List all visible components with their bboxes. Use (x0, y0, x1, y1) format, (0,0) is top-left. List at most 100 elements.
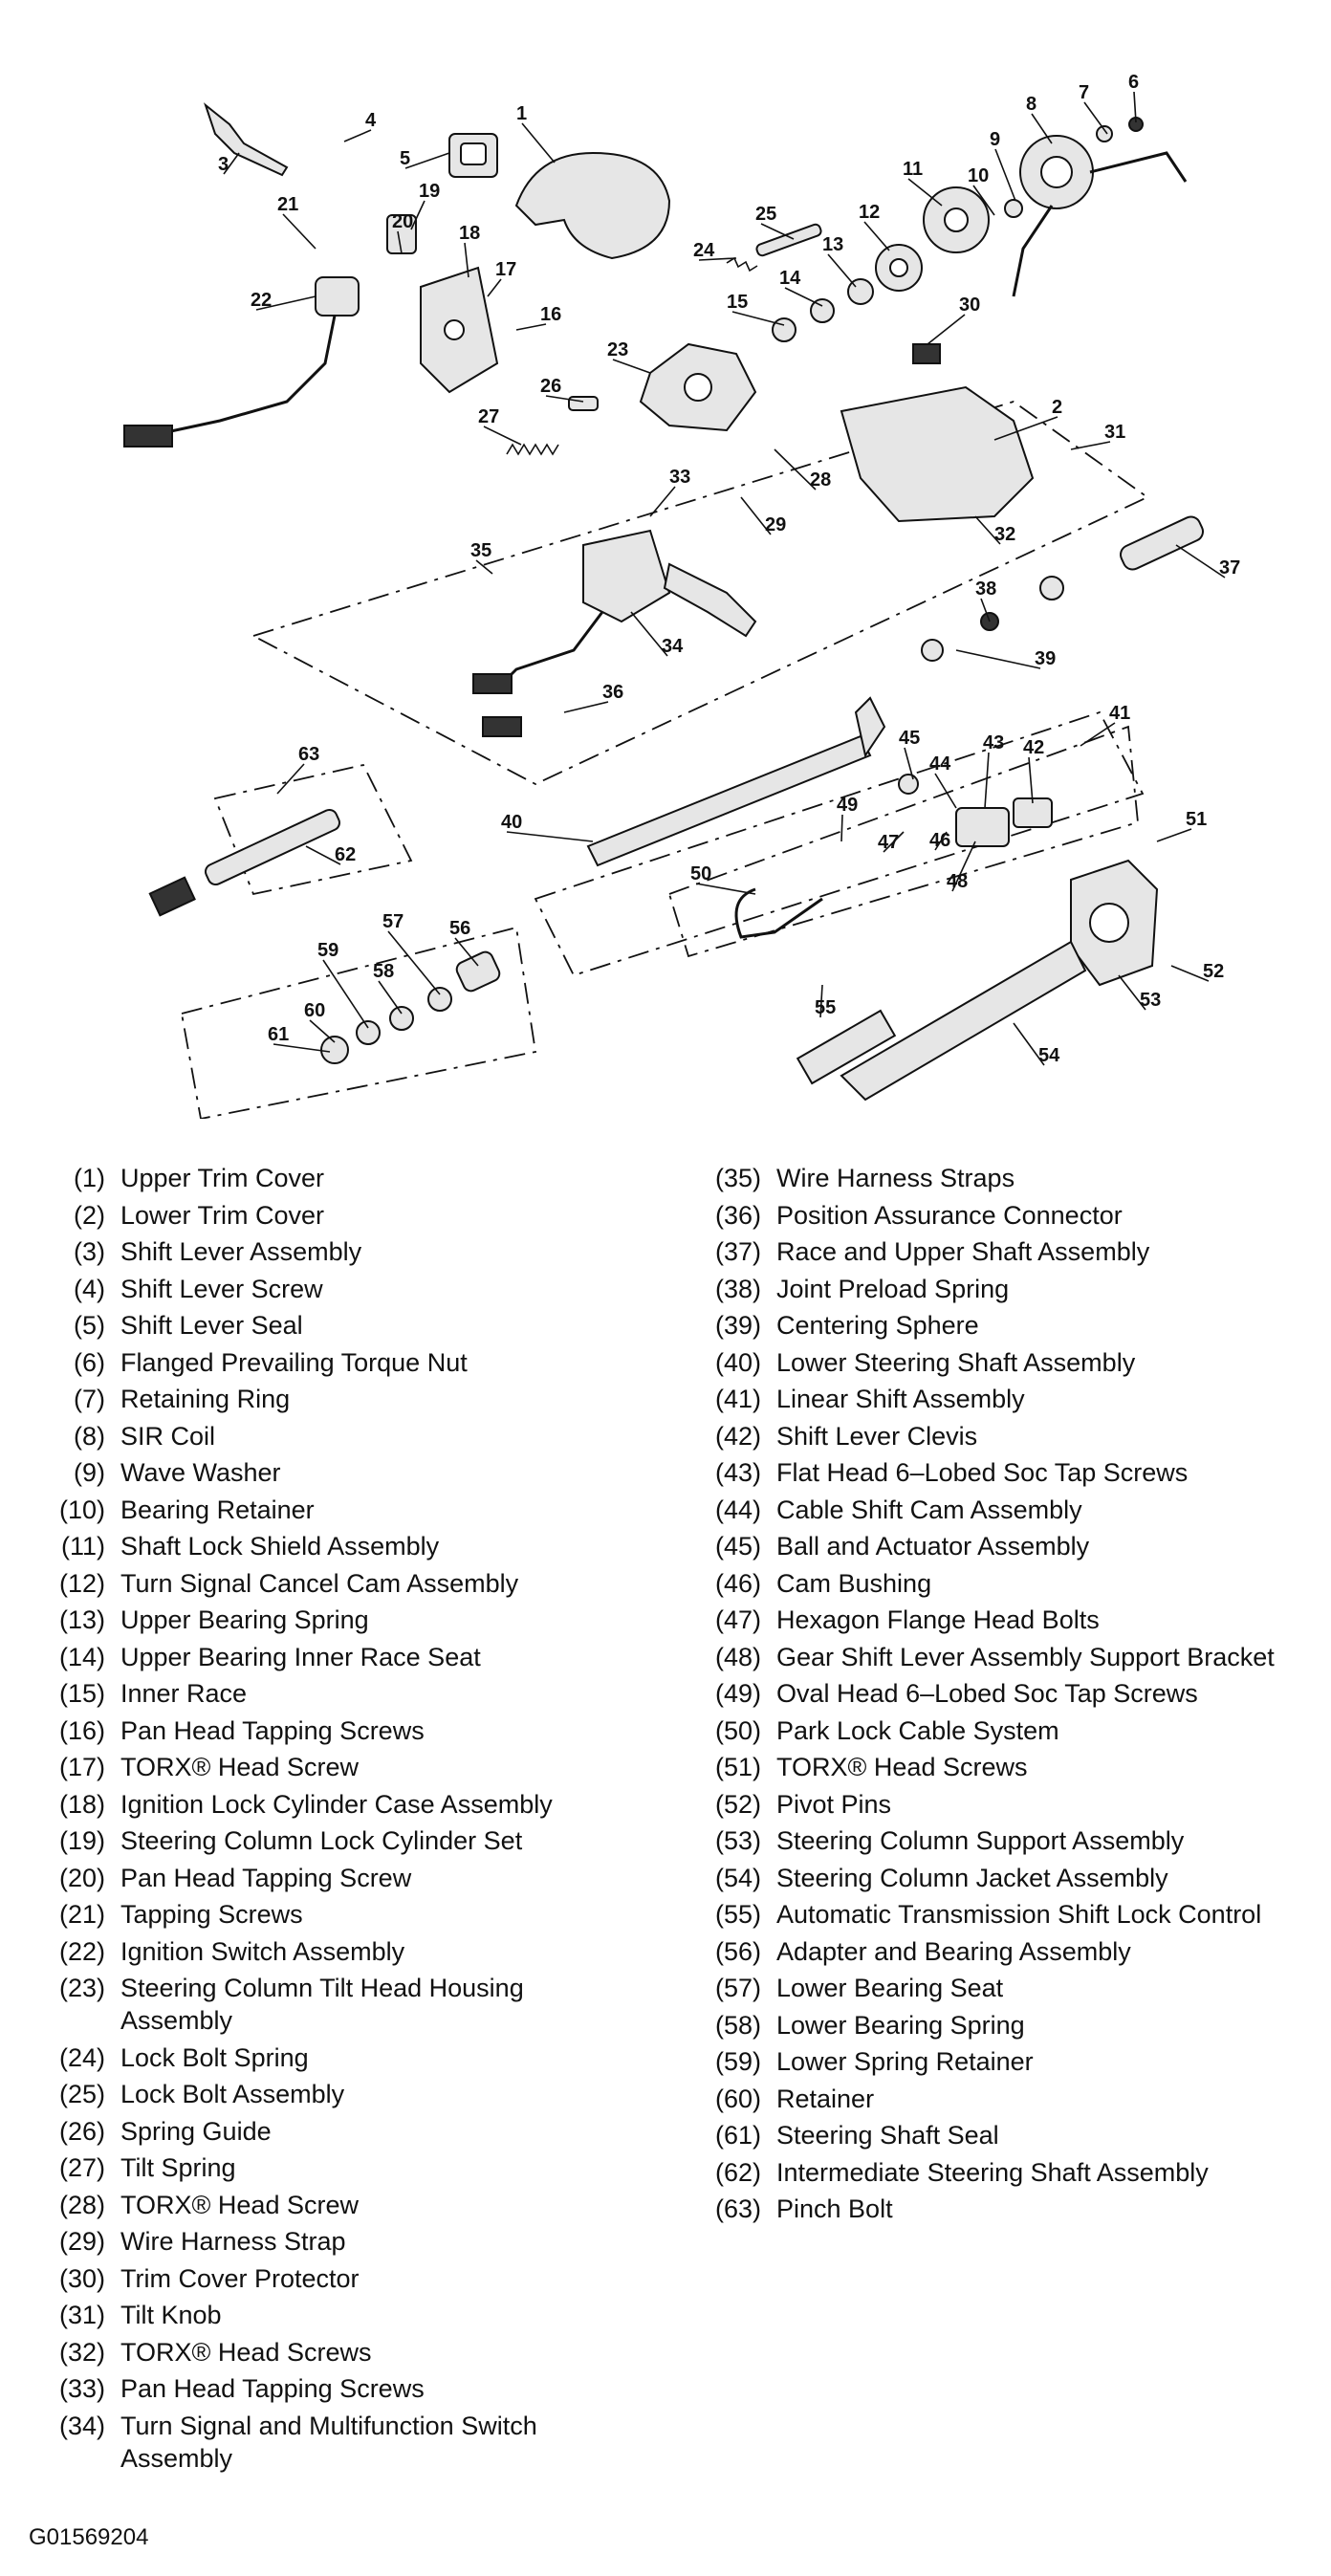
callout-51: 51 (1186, 809, 1207, 830)
legend-left-item: (30)Trim Cover Protector (29, 2262, 360, 2295)
legend-number: (7) (74, 1385, 105, 1413)
leader-line-10 (972, 185, 995, 216)
legend-number: (19) (58, 1826, 105, 1855)
leader-line-40 (506, 831, 594, 842)
legend-left-item: (31)Tilt Knob (29, 2299, 222, 2331)
callout-1: 1 (516, 103, 527, 124)
legend-number: (44) (714, 1495, 761, 1524)
legend-label: SIR Coil (120, 1421, 216, 1451)
legend-label: TORX® Head Screws (776, 1753, 1028, 1781)
legend-label: Shift Lever Seal (120, 1311, 303, 1340)
legend-number: (22) (58, 1936, 105, 1966)
legend-label: Shaft Lock Shield Assembly (120, 1532, 440, 1561)
legend-right-item: (40)Lower Steering Shaft Assembly (685, 1346, 1135, 1379)
legend-right-item: (43)Flat Head 6–Lobed Soc Tap Screws (685, 1456, 1188, 1489)
callout-38: 38 (975, 579, 996, 600)
leader-line-39 (955, 649, 1041, 669)
legend-number: (27) (58, 2153, 105, 2182)
callout-49: 49 (837, 795, 858, 816)
legend-left-item: (4)Shift Lever Screw (29, 1273, 323, 1305)
legend-left-item: (23)Steering Column Tilt Head Housing As… (29, 1972, 524, 2037)
legend-right-item: (56)Adapter and Bearing Assembly (685, 1935, 1131, 1968)
legend-label: Flanged Prevailing Torque Nut (120, 1347, 468, 1377)
legend-number: (42) (714, 1421, 761, 1451)
leader-line-23 (612, 359, 651, 374)
callout-50: 50 (690, 863, 711, 884)
leader-line-33 (649, 486, 676, 517)
leader-line-43 (984, 752, 990, 809)
leader-line-57 (387, 930, 441, 995)
legend-label: Turn Signal and Multifunction Switch Ass… (120, 2411, 537, 2473)
legend-number: (2) (74, 1200, 105, 1230)
legend-left-item: (11)Shaft Lock Shield Assembly (29, 1530, 439, 1562)
part-upper-shaft (1120, 515, 1204, 571)
legend-label: Lower Bearing Seat (776, 1974, 1004, 2002)
legend-right-item: (39)Centering Sphere (685, 1309, 979, 1342)
callout-4: 4 (365, 110, 377, 131)
legend-label: TORX® Head Screws (120, 2337, 372, 2367)
legend-number: (34) (58, 2411, 105, 2440)
part-tilt-head-housing (639, 342, 757, 432)
callout-28: 28 (810, 469, 831, 491)
leader-line-38 (980, 598, 991, 622)
legend-label: Centering Sphere (776, 1311, 979, 1340)
legend-label: Position Assurance Connector (776, 1200, 1123, 1230)
legend-left-item: (27)Tilt Spring (29, 2151, 236, 2184)
legend-label: Race and Upper Shaft Assembly (776, 1237, 1150, 1266)
part-ignition-lock-case (386, 214, 499, 394)
legend-label: Steering Column Jacket Assembly (776, 1863, 1168, 1892)
callout-41: 41 (1109, 703, 1130, 724)
legend-label: Upper Trim Cover (120, 1164, 325, 1192)
leader-line-14 (784, 287, 823, 307)
legend-label: Linear Shift Assembly (776, 1385, 1025, 1413)
legend-left-item: (28)TORX® Head Screw (29, 2189, 359, 2221)
legend-label: Wire Harness Strap (120, 2227, 346, 2256)
leader-line-26 (545, 395, 584, 403)
part-column-jacket (796, 940, 1087, 1102)
legend-label: Tilt Knob (120, 2301, 222, 2329)
leader-line-18 (464, 242, 469, 278)
part-shaft-lock-shield (923, 186, 990, 253)
part-intermediate-shaft (148, 808, 340, 917)
legend-right-item: (42)Shift Lever Clevis (685, 1420, 977, 1452)
legend-left-item: (1)Upper Trim Cover (29, 1162, 324, 1194)
legend-label: Ignition Lock Cylinder Case Assembly (120, 1789, 553, 1819)
legend-left-item: (5)Shift Lever Seal (29, 1309, 303, 1342)
leader-line-16 (515, 323, 547, 331)
legend-number: (10) (58, 1495, 105, 1524)
callout-53: 53 (1140, 990, 1161, 1011)
leader-line-25 (760, 223, 795, 240)
legend-right-item: (54)Steering Column Jacket Assembly (685, 1862, 1168, 1894)
leader-line-17 (487, 278, 502, 297)
legend-label: Upper Bearing Inner Race Seat (120, 1642, 481, 1671)
leader-line-22 (255, 295, 316, 311)
legend-label: Wave Washer (120, 1458, 281, 1487)
legend-right-item: (35)Wire Harness Straps (685, 1162, 1015, 1194)
legend-number: (6) (74, 1347, 105, 1377)
legend-label: Joint Preload Spring (776, 1274, 1010, 1303)
legend-label: Turn Signal Cancel Cam Assembly (120, 1568, 519, 1598)
callout-18: 18 (459, 223, 480, 244)
leader-line-4 (343, 129, 372, 142)
legend-left-item: (24)Lock Bolt Spring (29, 2041, 309, 2074)
legend-number: (46) (714, 1568, 761, 1598)
leader-line-42 (1028, 756, 1034, 804)
legend-number: (14) (58, 1642, 105, 1671)
legend-number: (29) (58, 2227, 105, 2256)
leader-line-20 (397, 230, 403, 254)
callout-8: 8 (1026, 94, 1036, 115)
legend-number: (25) (58, 2080, 105, 2108)
legend-right-item: (52)Pivot Pins (685, 1788, 891, 1821)
legend-left-item: (20)Pan Head Tapping Screw (29, 1862, 411, 1894)
callout-40: 40 (501, 812, 522, 833)
legend-right-item: (47)Hexagon Flange Head Bolts (685, 1604, 1100, 1636)
leader-line-60 (309, 1019, 336, 1043)
leader-line-55 (819, 984, 823, 1018)
leader-line-31 (1070, 441, 1111, 450)
legend-left-item: (26)Spring Guide (29, 2115, 272, 2148)
legend-number: (8) (74, 1421, 105, 1451)
legend-right-item: (59)Lower Spring Retainer (685, 2045, 1034, 2078)
legend-number: (56) (714, 1936, 761, 1966)
callout-20: 20 (392, 211, 413, 232)
leader-line-56 (454, 937, 479, 967)
